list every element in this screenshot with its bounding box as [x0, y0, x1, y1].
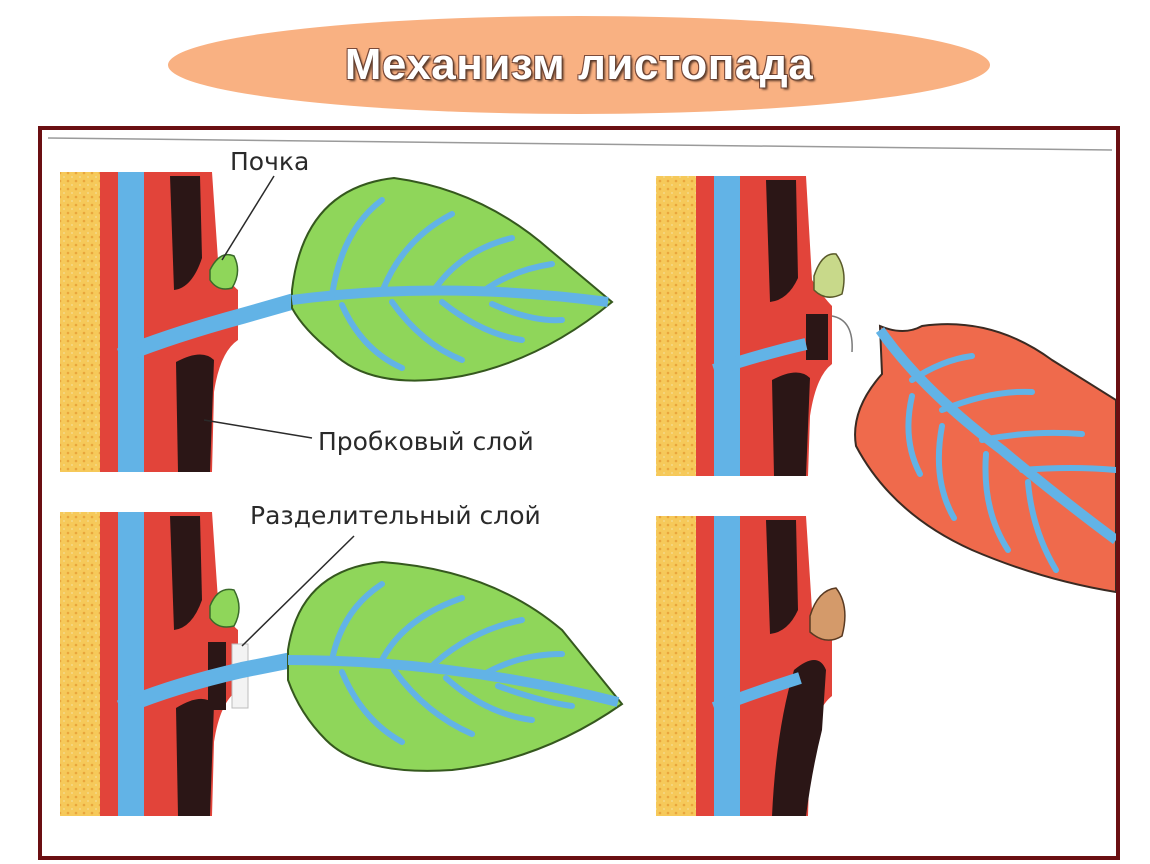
wood-layer [60, 172, 104, 472]
stage-1-panel [60, 172, 614, 472]
cork-strip-lower [772, 660, 826, 816]
cork-strip-lower [176, 698, 214, 816]
label-bud: Почка [230, 147, 309, 176]
bark-outer [144, 512, 238, 816]
bud-icon [209, 253, 239, 290]
vessel-trunk [118, 172, 146, 472]
scar-outline [831, 315, 853, 353]
stage-4-panel [656, 516, 846, 816]
leaf-veins [329, 197, 565, 371]
autumn-midrib [875, 327, 1116, 545]
cork-strip-upper [766, 180, 798, 302]
wood-layer [60, 512, 104, 816]
leaf-veins [329, 581, 575, 745]
stage-3-panel [656, 176, 1116, 594]
autumn-veins [905, 353, 1116, 573]
bark-inner [100, 172, 120, 472]
leaf-scar [806, 314, 828, 360]
separation-pointer [241, 535, 355, 647]
cork-strip-upper [766, 520, 798, 634]
bark-outer [144, 172, 238, 472]
cut-vessel [711, 672, 802, 714]
bud-icon [209, 588, 240, 628]
wood-layer [656, 176, 700, 476]
title-banner: Механизм листопада [168, 16, 990, 114]
stage-2-panel [60, 512, 624, 816]
bud-pointer [221, 175, 275, 261]
cork-strip-upper [170, 516, 202, 630]
bark-inner [696, 516, 716, 816]
cork-pointer [203, 419, 313, 439]
cork-strip-upper [170, 176, 202, 290]
diagram-frame: Почка Пробковый слой Разделительный слой [38, 126, 1120, 860]
label-cork-layer: Пробковый слой [318, 427, 534, 456]
green-leaf [291, 176, 614, 382]
vessel-trunk [714, 516, 742, 816]
bark-inner [100, 512, 120, 816]
vessel-trunk [714, 176, 742, 476]
wood-layer [656, 516, 700, 816]
petiole-vessel [117, 292, 301, 364]
bud-icon [809, 587, 846, 641]
leaf-fall-diagram: Почка Пробковый слой Разделительный слой [47, 137, 1116, 816]
top-rule [47, 137, 1113, 151]
cut-vessel [712, 338, 808, 376]
cork-strip-lower [772, 372, 810, 476]
cork-strip-lower [176, 354, 214, 472]
vessel-trunk [118, 512, 146, 816]
page-title: Механизм листопада [344, 40, 814, 89]
bark-inner [696, 176, 716, 476]
label-separation-layer: Разделительный слой [250, 501, 541, 530]
petiole-vessel [116, 652, 294, 716]
bud-icon [813, 253, 845, 298]
